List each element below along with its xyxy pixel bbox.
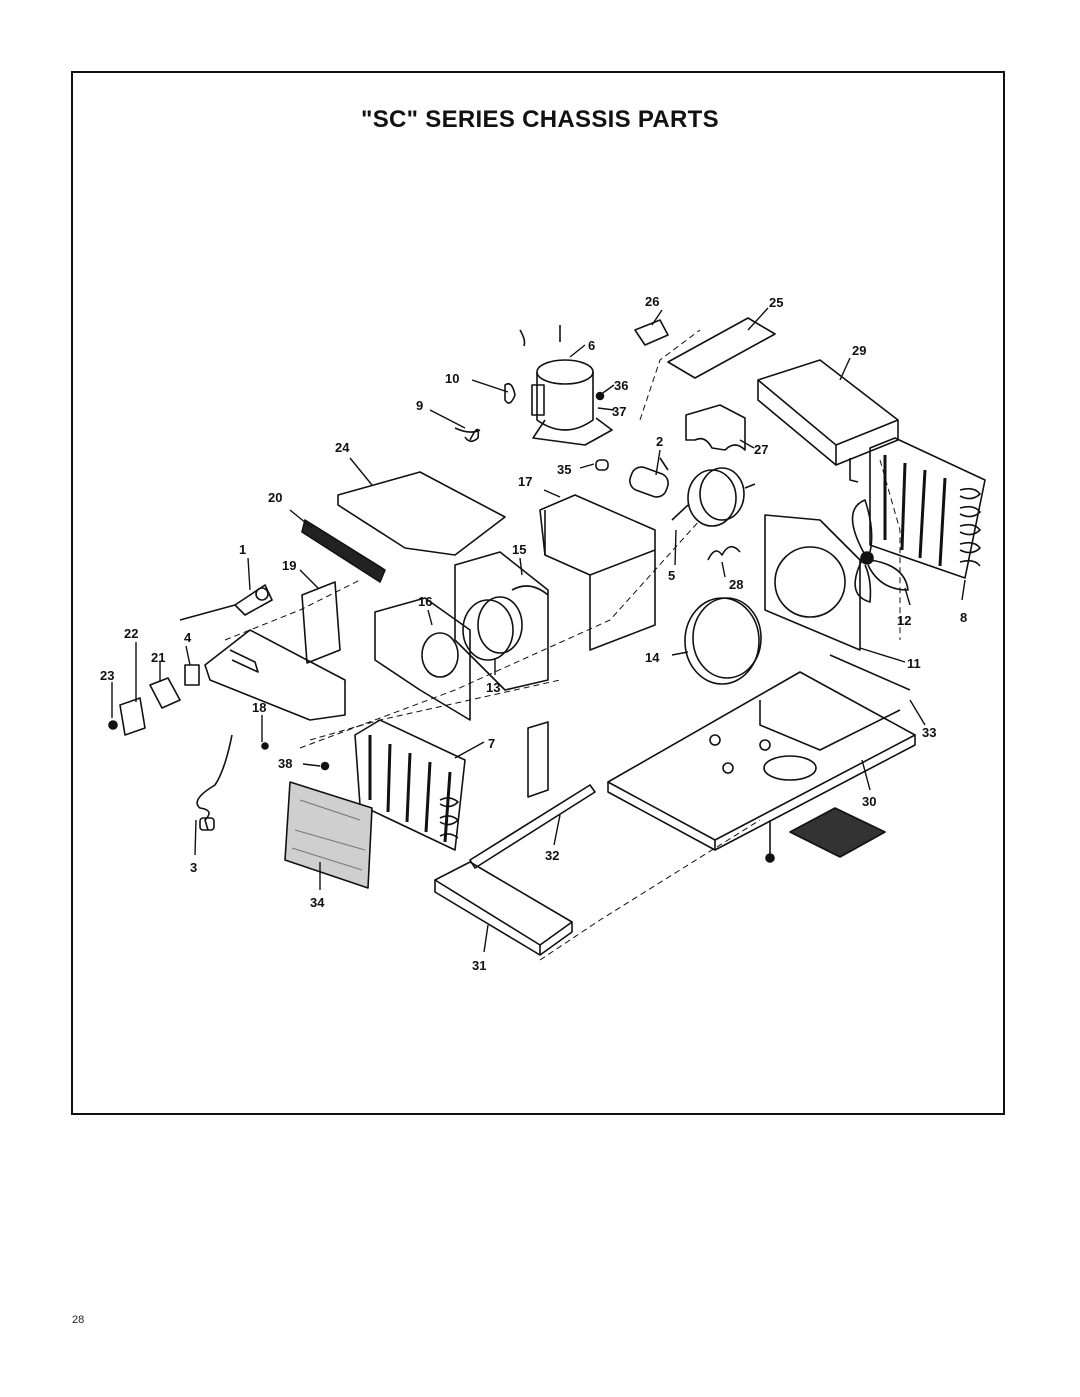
callout-22: 22 <box>124 626 138 641</box>
callout-5: 5 <box>668 568 675 583</box>
condenser-shroud <box>764 514 911 691</box>
callout-23: 23 <box>100 668 114 683</box>
control-box <box>204 629 346 721</box>
callout-35: 35 <box>557 462 571 477</box>
callout-9: 9 <box>416 398 423 413</box>
base-grille <box>789 807 886 858</box>
page-border <box>71 71 1005 1115</box>
callout-18: 18 <box>252 700 266 715</box>
top-insulation <box>337 471 506 556</box>
callout-1: 1 <box>239 542 246 557</box>
callout-2: 2 <box>656 434 663 449</box>
page-title: "SC" SERIES CHASSIS PARTS <box>361 106 719 133</box>
callout-7: 7 <box>488 736 495 751</box>
callout-28: 28 <box>729 577 743 592</box>
callout-33: 33 <box>922 725 936 740</box>
callout-19: 19 <box>282 558 296 573</box>
capacitor <box>629 457 669 498</box>
callout-15: 15 <box>512 542 526 557</box>
callout-4: 4 <box>184 630 192 645</box>
leader-lines <box>111 307 966 953</box>
callout-13: 13 <box>486 680 500 695</box>
base-pan <box>607 671 916 851</box>
switch <box>184 664 200 686</box>
condenser-coil <box>849 437 986 579</box>
overload-clip <box>504 382 516 404</box>
fan-blade <box>851 499 909 603</box>
callout-26: 26 <box>645 294 659 309</box>
switch-plate <box>149 677 181 709</box>
callout-20: 20 <box>268 490 282 505</box>
callout-25: 25 <box>769 295 783 310</box>
motor-bracket <box>685 404 746 451</box>
callout-11: 11 <box>907 656 921 671</box>
callout-6: 6 <box>588 338 595 353</box>
orifice-ring <box>684 597 762 685</box>
callout-37: 37 <box>612 404 626 419</box>
terminal-cover <box>595 459 609 471</box>
callout-labels: 1 2 3 4 5 6 7 8 9 10 11 12 13 14 15 16 1… <box>100 294 967 973</box>
callout-31: 31 <box>472 958 486 973</box>
blower-housing <box>454 551 549 691</box>
callout-32: 32 <box>545 848 559 863</box>
drain-tube <box>469 784 596 869</box>
top-cover-plate <box>634 317 776 379</box>
callout-10: 10 <box>445 371 459 386</box>
scroll-housing <box>539 494 656 651</box>
control-knob-plate <box>119 697 146 736</box>
evaporator-coil <box>354 719 466 851</box>
orifice-panel <box>374 597 471 721</box>
knob <box>108 720 118 730</box>
filter-strip <box>301 519 386 583</box>
control-plate <box>301 581 341 664</box>
callout-14: 14 <box>645 650 660 665</box>
gasket-strip <box>527 721 549 798</box>
shroud-box <box>757 359 899 466</box>
motor-mount <box>707 545 741 561</box>
thermostat <box>179 584 273 621</box>
compressor <box>519 325 613 446</box>
callout-17: 17 <box>518 474 532 489</box>
screw <box>261 742 330 771</box>
drain-pan <box>434 861 573 956</box>
callout-24: 24 <box>335 440 350 455</box>
callout-16: 16 <box>418 594 432 609</box>
callout-27: 27 <box>754 442 768 457</box>
callout-34: 34 <box>310 895 325 910</box>
callout-3: 3 <box>190 860 197 875</box>
callout-30: 30 <box>862 794 876 809</box>
callout-8: 8 <box>960 610 967 625</box>
callout-36: 36 <box>614 378 628 393</box>
callout-29: 29 <box>852 343 866 358</box>
callout-38: 38 <box>278 756 292 771</box>
power-cord <box>196 734 233 831</box>
callout-12: 12 <box>897 613 911 628</box>
base-screw <box>765 820 775 863</box>
air-filter <box>284 781 373 889</box>
callout-21: 21 <box>151 650 165 665</box>
fan-motor <box>671 467 756 527</box>
page-number: 28 <box>72 1314 85 1326</box>
discharge-tube <box>454 427 481 443</box>
